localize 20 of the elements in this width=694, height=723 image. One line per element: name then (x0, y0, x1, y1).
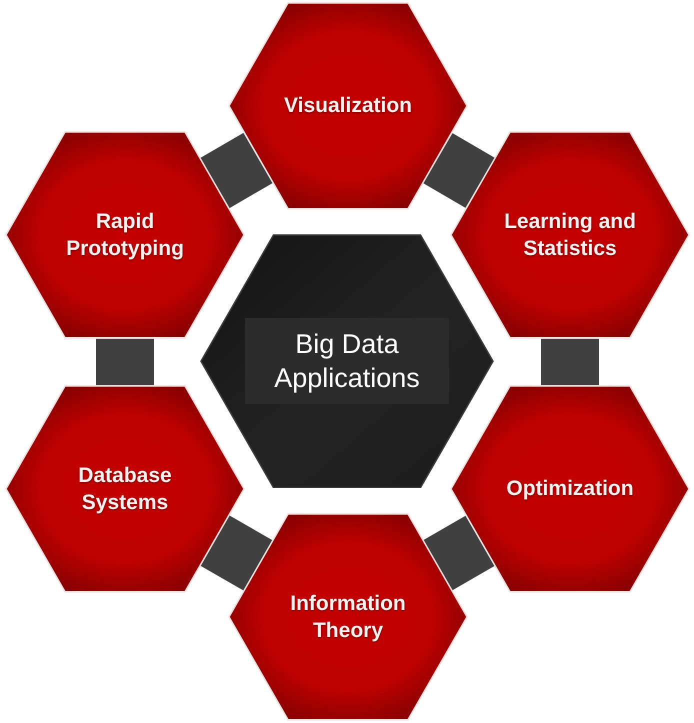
connector-bar (96, 338, 154, 386)
topic-label: Rapid Prototyping (66, 208, 184, 262)
topic-label: Optimization (506, 476, 634, 502)
hexagon (450, 131, 690, 339)
connector-bar (541, 338, 599, 386)
hexagon (5, 131, 245, 339)
topic-label: Database Systems (78, 462, 172, 516)
topic-label: Learning and Statistics (504, 208, 636, 262)
hexagon (5, 385, 245, 593)
center-title: Big Data Applications (245, 318, 449, 404)
connector-bar (200, 132, 273, 208)
connector-bar (200, 516, 272, 590)
hexagon (450, 385, 690, 593)
connector-bar (423, 133, 495, 208)
center-hexagon (200, 234, 494, 488)
topic-label: Information Theory (290, 590, 406, 644)
hexagon (228, 513, 468, 721)
hexagon (228, 2, 468, 210)
topic-label: Visualization (284, 93, 412, 120)
connector-bar (424, 516, 494, 590)
